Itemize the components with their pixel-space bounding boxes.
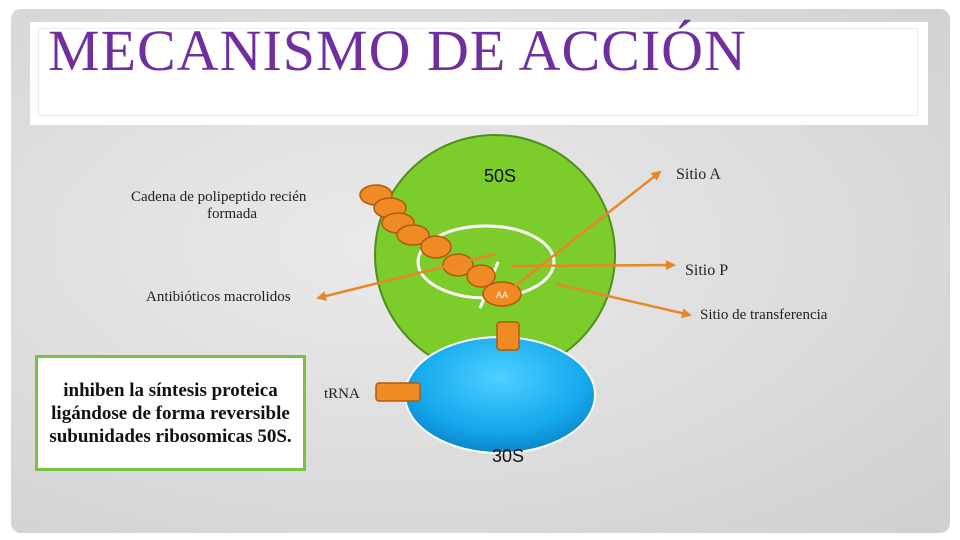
callout-box: inhiben la síntesis proteica ligándose d… <box>35 355 306 471</box>
chain-bead <box>420 235 452 259</box>
arrow-site-p <box>511 260 676 271</box>
title-box <box>38 28 918 116</box>
label-site-p: Sitio P <box>685 262 729 279</box>
chain-bead <box>396 224 430 246</box>
trna-block <box>375 382 421 402</box>
subunit-50s-label: 50S <box>484 166 516 186</box>
chain-bead <box>442 253 474 277</box>
label-macrolides: Antibióticos macrolidos <box>146 289 291 305</box>
subunit-30s-label: 30S <box>492 446 524 466</box>
arrow-site-transfer <box>555 282 692 319</box>
subunit-30s-shape <box>404 336 596 454</box>
aa-label: AA <box>496 290 508 300</box>
callout-text: inhiben la síntesis proteica ligándose d… <box>49 379 292 447</box>
label-polypeptide-line2: formada <box>207 206 257 222</box>
label-site-a: Sitio A <box>676 166 721 183</box>
trna-stem <box>496 321 520 351</box>
arrow-site-a <box>509 170 662 291</box>
chain-bead <box>466 264 496 288</box>
polypeptide-chain: AA <box>359 184 522 307</box>
slide-title: MECANISMO DE ACCIÓN <box>48 18 747 83</box>
arrow-macrolides <box>316 252 496 301</box>
label-site-transfer: Sitio de transferencia <box>700 307 828 323</box>
label-polypeptide-line1: Cadena de polipeptido recién <box>131 189 307 205</box>
label-trna: tRNA <box>324 386 360 402</box>
